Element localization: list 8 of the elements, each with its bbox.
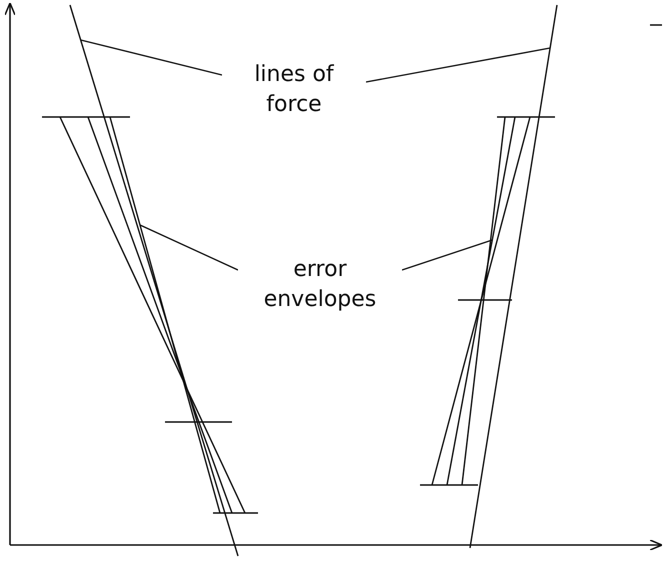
leader-line	[366, 47, 550, 83]
error-envelope	[42, 116, 258, 514]
leader-line	[140, 224, 238, 271]
force-line	[69, 4, 239, 556]
leader-line	[402, 239, 492, 271]
error-envelope	[420, 116, 555, 486]
leader-line	[80, 39, 222, 76]
force-line	[469, 4, 558, 548]
